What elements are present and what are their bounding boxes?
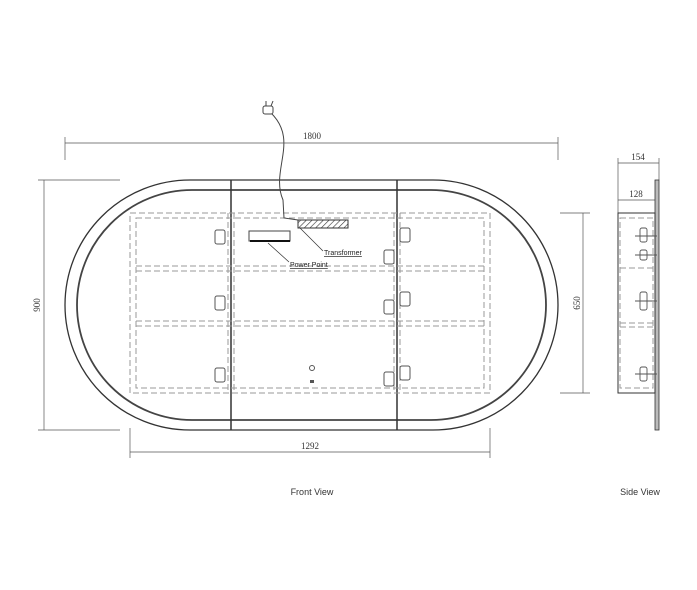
transformer-leader	[299, 227, 324, 252]
hinge-icon	[383, 249, 395, 265]
hinge-icon	[399, 291, 411, 307]
switch-icon	[310, 380, 314, 383]
power-point-leader	[267, 242, 290, 263]
front-view-label: Front View	[291, 487, 334, 497]
hinge-icon	[383, 299, 395, 315]
mirror-outer-outline	[64, 179, 559, 431]
hinge-icon	[399, 227, 411, 243]
side-view-drawing	[617, 179, 660, 431]
side-view-label: Side View	[620, 487, 660, 497]
mirror-inner-led-strip	[76, 189, 547, 421]
transformer-box	[297, 219, 349, 229]
hinge-icon	[214, 367, 226, 383]
cabinet-width-dimension: 1292	[301, 441, 319, 451]
sensor-icon	[309, 365, 315, 371]
cabinet-depth-dimension: 128	[629, 189, 643, 199]
power-cable	[269, 111, 299, 221]
cabinet-height-dimension: 650	[572, 296, 582, 310]
plug-icon	[262, 100, 274, 115]
hinge-icon	[214, 229, 226, 245]
hinges	[214, 227, 411, 387]
height-dimension: 900	[32, 298, 42, 312]
hinge-icon	[399, 365, 411, 381]
transformer-label: Transformer	[324, 250, 363, 257]
dimension-lines	[38, 137, 660, 458]
width-dimension: 1800	[303, 131, 322, 141]
power-point-box	[248, 230, 291, 242]
power-point-label: Power Point	[290, 262, 328, 269]
hinge-icon	[214, 295, 226, 311]
total-depth-dimension: 154	[631, 152, 645, 162]
hinge-icon	[383, 371, 395, 387]
